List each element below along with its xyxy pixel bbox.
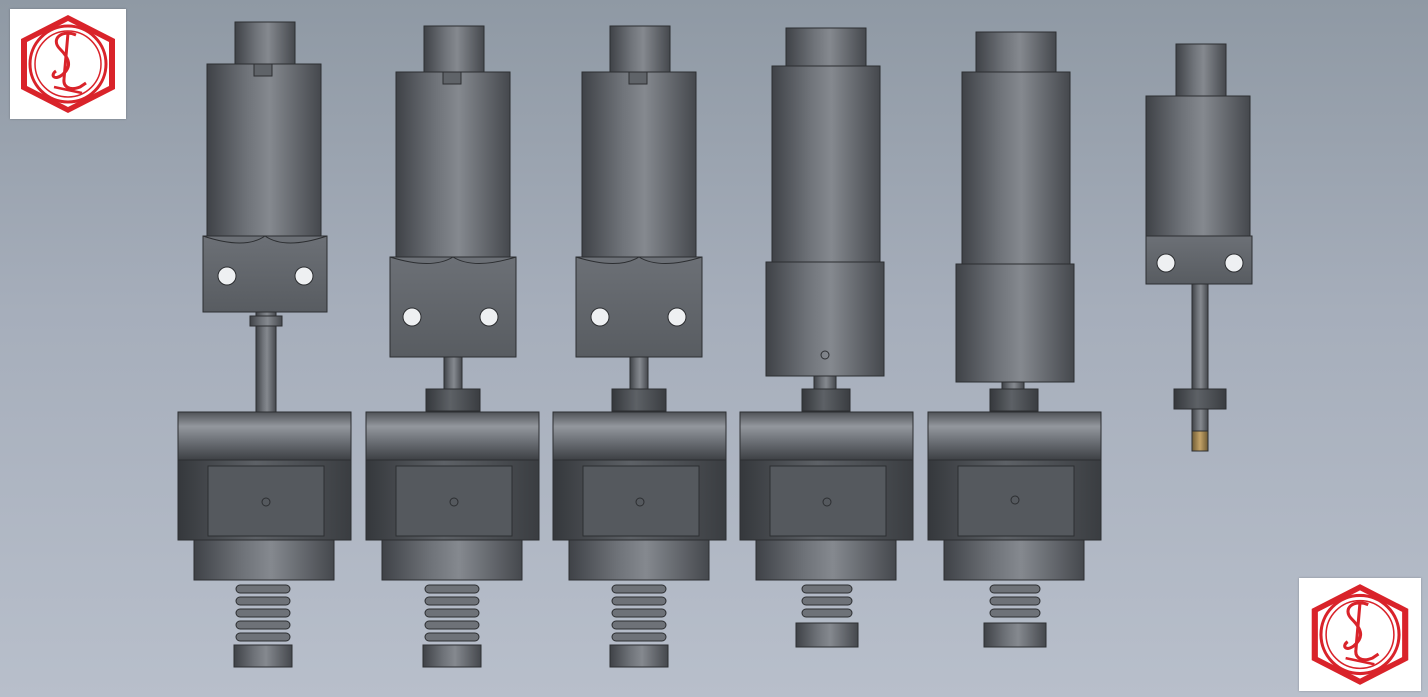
assembly-6 (1145, 43, 1253, 452)
assembly-4 (739, 27, 914, 648)
assembly-5 (927, 31, 1102, 648)
company-logo-top-left (10, 9, 126, 119)
assembly-3 (552, 25, 727, 668)
hexagon-monogram-logo-icon (1311, 584, 1409, 685)
company-logo-bottom-right (1299, 578, 1421, 691)
assembly-1 (177, 21, 352, 668)
hexagon-monogram-logo-icon (21, 15, 115, 113)
assembly-2 (365, 25, 540, 668)
